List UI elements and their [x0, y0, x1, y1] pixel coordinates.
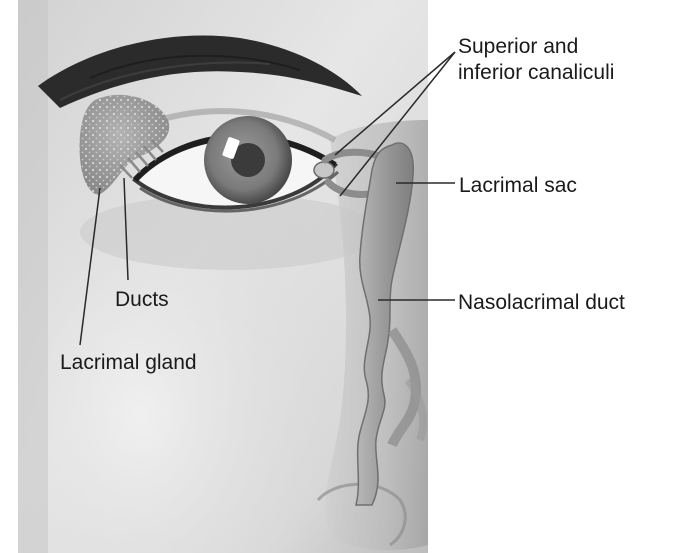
label-lacrimal-sac: Lacrimal sac — [459, 173, 577, 199]
label-ducts: Ducts — [115, 287, 169, 313]
label-nasolacrimal-duct: Nasolacrimal duct — [458, 290, 625, 316]
label-canaliculi-line2: inferior canaliculi — [458, 60, 614, 86]
label-canaliculi-line1: Superior and — [458, 34, 614, 60]
label-lacrimal-gland: Lacrimal gland — [60, 350, 197, 376]
label-canaliculi: Superior and inferior canaliculi — [458, 34, 614, 86]
